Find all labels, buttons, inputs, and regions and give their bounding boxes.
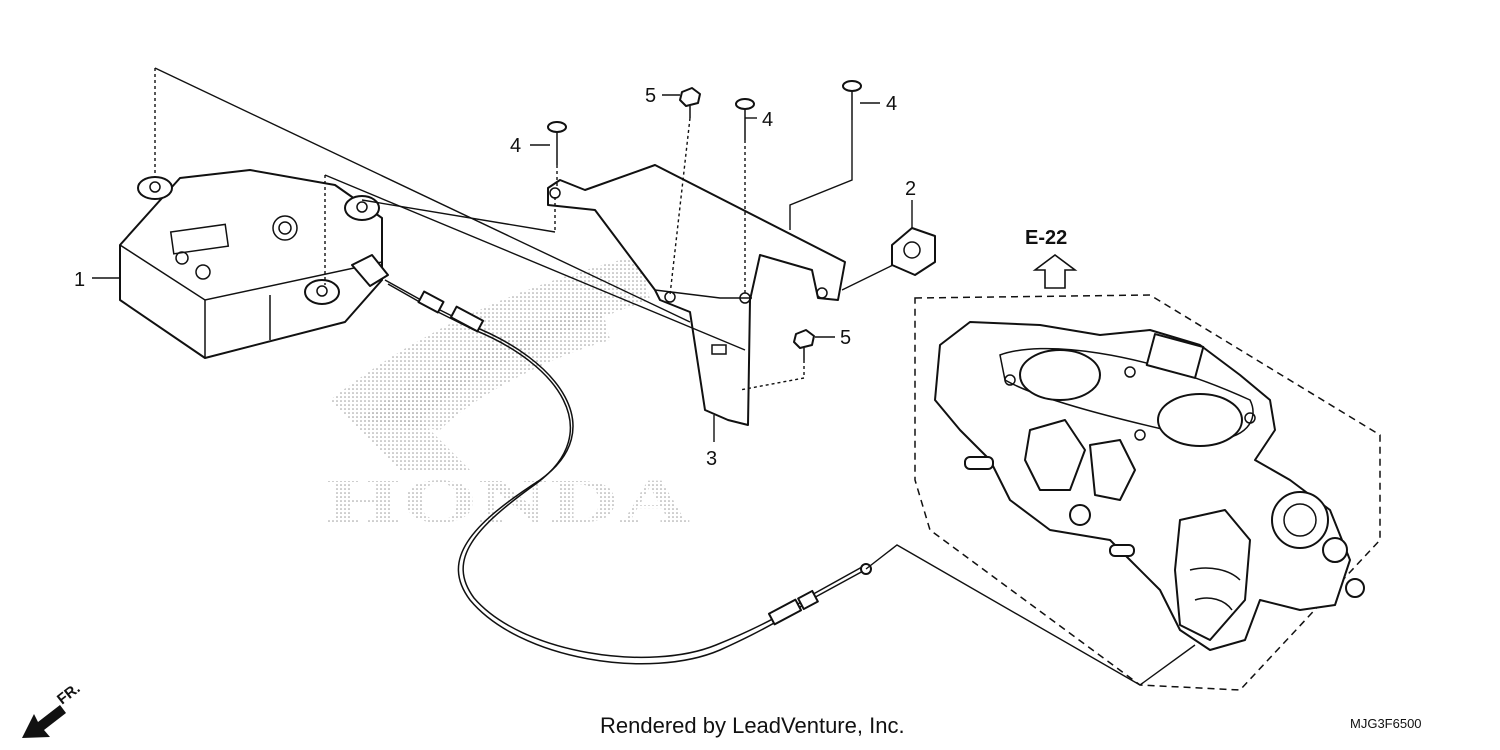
callout-4a: 4 xyxy=(510,135,521,157)
reference-e22[interactable]: E-22 xyxy=(1025,227,1078,289)
diagram-code: MJG3F6500 xyxy=(1350,716,1422,731)
throttle-body-assembly[interactable] xyxy=(914,294,1381,691)
bolt-5b[interactable] xyxy=(793,329,815,360)
dashed-outline xyxy=(914,294,1381,691)
footer-credit: Rendered by LeadVenture, Inc. xyxy=(600,713,905,738)
callout-1: 1 xyxy=(74,269,85,291)
callout-3: 3 xyxy=(706,448,717,470)
up-arrow-icon xyxy=(1032,254,1078,289)
screw-4a[interactable] xyxy=(547,121,567,165)
bolt-5a[interactable] xyxy=(679,87,701,118)
screw-4b[interactable] xyxy=(735,98,755,140)
part-2-clamp[interactable] xyxy=(891,227,936,276)
callout-5b: 5 xyxy=(840,327,851,349)
front-label: FR. xyxy=(54,680,84,708)
honda-wing-logo-lower xyxy=(360,300,610,430)
front-direction-indicator: FR. xyxy=(22,680,84,738)
front-arrow-icon xyxy=(22,705,66,738)
callout-2: 2 xyxy=(905,178,916,200)
reference-label: E-22 xyxy=(1025,227,1067,249)
callout-4b: 4 xyxy=(762,109,773,131)
throttle-cable[interactable] xyxy=(384,279,872,665)
callout-4c: 4 xyxy=(886,93,897,115)
honda-watermark: HONDA xyxy=(325,255,690,536)
screw-4c[interactable] xyxy=(842,80,862,120)
part-1-control-unit[interactable] xyxy=(119,169,389,359)
callout-5a: 5 xyxy=(645,85,656,107)
leader-lines xyxy=(92,67,1196,686)
